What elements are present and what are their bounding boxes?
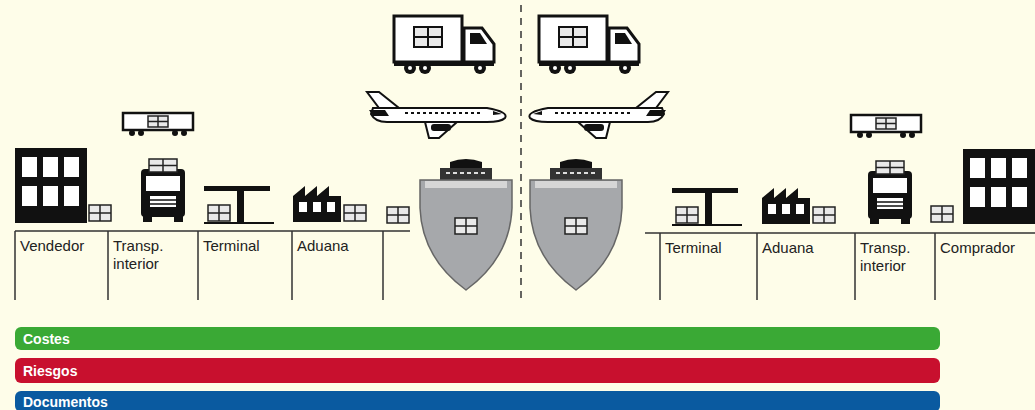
cell-label: Comprador bbox=[940, 239, 1031, 257]
cell-label: Transp. interior bbox=[113, 237, 194, 273]
band-bar: Costes bbox=[15, 327, 940, 350]
ship-icon bbox=[420, 159, 512, 290]
plane-icon bbox=[529, 92, 668, 138]
rail-wagon-icon bbox=[123, 113, 193, 136]
truck-front-icon bbox=[141, 159, 185, 222]
terminal-icon bbox=[204, 186, 274, 224]
divider-line bbox=[520, 5, 522, 300]
cell-label: Vendedor bbox=[20, 237, 104, 255]
table-lines bbox=[15, 231, 410, 300]
buyer-building bbox=[963, 149, 1035, 224]
cargo-box bbox=[387, 207, 409, 223]
band-bar: Documentos bbox=[15, 391, 940, 410]
bar-label: Costes bbox=[23, 331, 70, 347]
ship-icon bbox=[530, 159, 622, 290]
cargo-box bbox=[813, 207, 835, 223]
bar-label: Riesgos bbox=[23, 363, 77, 379]
cell-label: Aduana bbox=[762, 239, 851, 257]
table-lines bbox=[645, 233, 1035, 300]
cell-label: Transp. interior bbox=[860, 239, 931, 275]
customs-warehouse-icon bbox=[762, 188, 810, 224]
truck-icon bbox=[394, 16, 494, 74]
truck-icon bbox=[539, 16, 639, 74]
plane-icon bbox=[367, 92, 506, 138]
truck-front-icon bbox=[868, 161, 912, 224]
rail-wagon-icon bbox=[851, 115, 921, 138]
cargo-box bbox=[344, 205, 366, 221]
band-bar: Riesgos bbox=[15, 358, 940, 383]
cargo-box bbox=[89, 205, 111, 221]
customs-warehouse-icon bbox=[293, 186, 341, 222]
cell-label: Aduana bbox=[297, 237, 379, 255]
cargo-box bbox=[931, 206, 953, 222]
bar-label: Documentos bbox=[23, 394, 108, 410]
cell-label: Terminal bbox=[203, 237, 288, 255]
terminal-icon bbox=[672, 188, 742, 226]
seller-building bbox=[15, 148, 87, 223]
plane-icon bbox=[529, 92, 668, 138]
cell-label: Terminal bbox=[665, 239, 753, 257]
